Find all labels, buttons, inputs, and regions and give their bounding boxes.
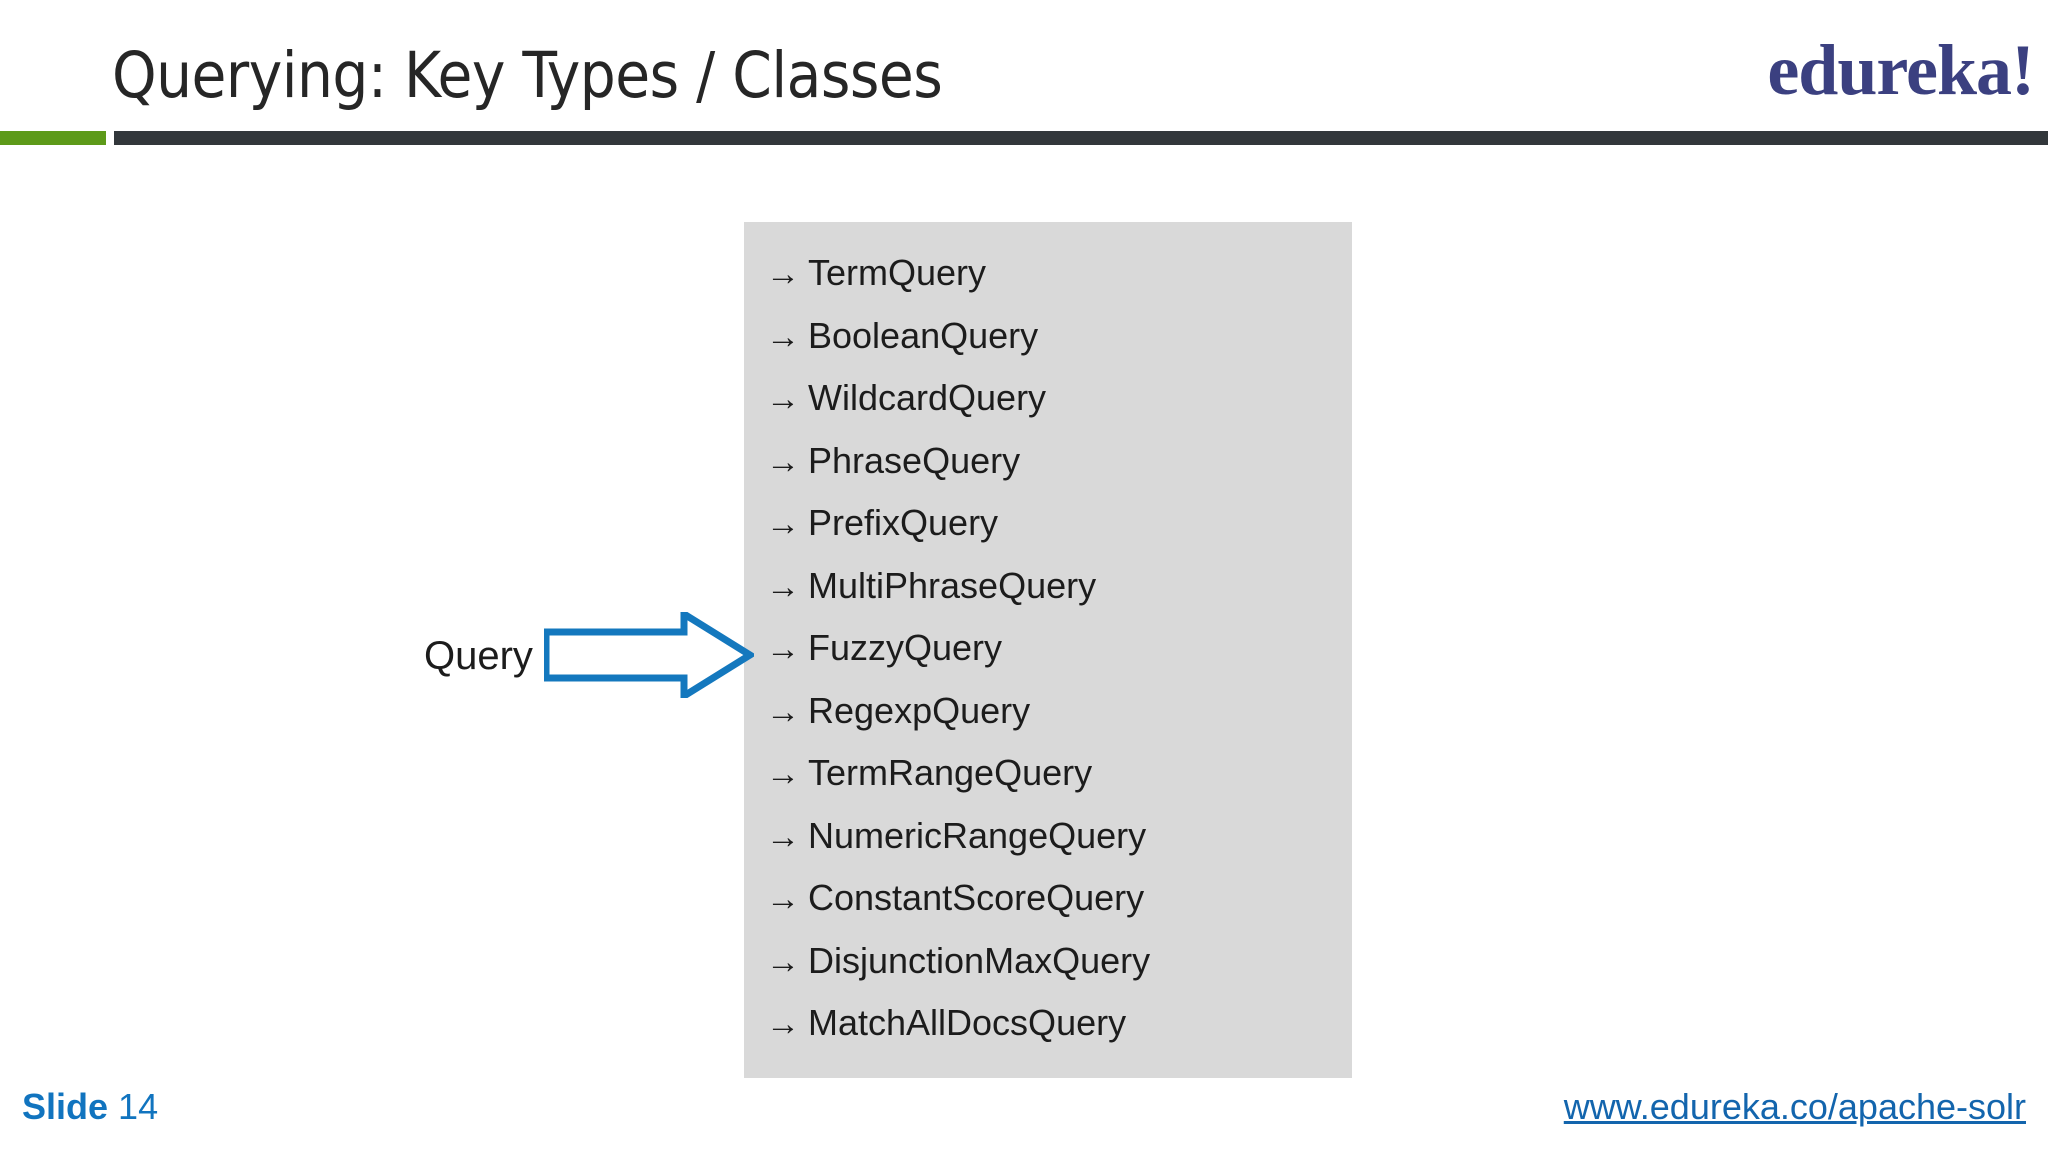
arrow-right-icon: → — [766, 942, 800, 981]
list-item: → BooleanQuery — [766, 315, 1342, 378]
list-item: → PrefixQuery — [766, 502, 1342, 565]
list-item: → DisjunctionMaxQuery — [766, 940, 1342, 1003]
page-title: Querying: Key Types / Classes — [112, 39, 943, 112]
slide-number-value: 14 — [118, 1086, 159, 1127]
header-rule-dark-bar — [114, 131, 2048, 145]
arrow-right-icon: → — [766, 255, 800, 293]
list-item-label: WildcardQuery — [808, 377, 1047, 418]
arrow-right-icon: → — [766, 442, 800, 481]
list-item-label: TermRangeQuery — [808, 752, 1093, 793]
query-callout-label: Query — [424, 634, 533, 678]
list-item: → TermQuery — [766, 252, 1342, 315]
slide-word-label: Slide — [22, 1086, 109, 1127]
list-item: → PhraseQuery — [766, 440, 1342, 503]
list-item-label: PrefixQuery — [808, 502, 999, 543]
arrow-right-icon: → — [766, 630, 800, 668]
list-item-label: FuzzyQuery — [808, 627, 1003, 668]
footer-url-link[interactable]: www.edureka.co/apache-solr — [1563, 1086, 2026, 1127]
list-item-label: MultiPhraseQuery — [808, 564, 1097, 606]
query-classes-panel: → TermQuery → BooleanQuery → WildcardQue… — [744, 222, 1352, 1078]
arrow-right-icon: → — [766, 1005, 800, 1043]
list-item-label: DisjunctionMaxQuery — [808, 939, 1151, 981]
header-rule-green-accent — [0, 131, 106, 145]
slide-number-footer: Slide 14 — [22, 1086, 158, 1128]
arrow-right-icon: → — [766, 317, 800, 356]
list-item: → TermRangeQuery — [766, 752, 1342, 815]
list-item-label: ConstantScoreQuery — [808, 877, 1145, 918]
list-item: → FuzzyQuery — [766, 627, 1342, 690]
arrow-right-icon: → — [766, 567, 800, 606]
arrow-right-icon: → — [766, 880, 800, 918]
list-item-label: MatchAllDocsQuery — [808, 1002, 1127, 1043]
list-item-label: NumericRangeQuery — [808, 814, 1147, 856]
arrow-right-icon: → — [766, 755, 800, 793]
list-item: → RegexpQuery — [766, 690, 1342, 753]
block-arrow-shape — [544, 612, 754, 698]
block-arrow-right-icon — [544, 612, 754, 698]
list-item-label: TermQuery — [808, 252, 987, 293]
edureka-logo: edureka! — [1767, 30, 2035, 110]
list-item: → NumericRangeQuery — [766, 815, 1342, 878]
arrow-right-icon: → — [766, 817, 800, 856]
query-classes-list: → TermQuery → BooleanQuery → WildcardQue… — [766, 252, 1342, 1065]
arrow-right-icon: → — [766, 505, 800, 543]
list-item: → WildcardQuery — [766, 377, 1342, 440]
list-item: → MultiPhraseQuery — [766, 565, 1342, 628]
arrow-right-icon: → — [766, 692, 800, 731]
list-item: → MatchAllDocsQuery — [766, 1002, 1342, 1065]
arrow-right-icon: → — [766, 380, 800, 418]
list-item-label: RegexpQuery — [808, 689, 1031, 731]
list-item-label: BooleanQuery — [808, 314, 1039, 356]
list-item: → ConstantScoreQuery — [766, 877, 1342, 940]
list-item-label: PhraseQuery — [808, 439, 1021, 481]
